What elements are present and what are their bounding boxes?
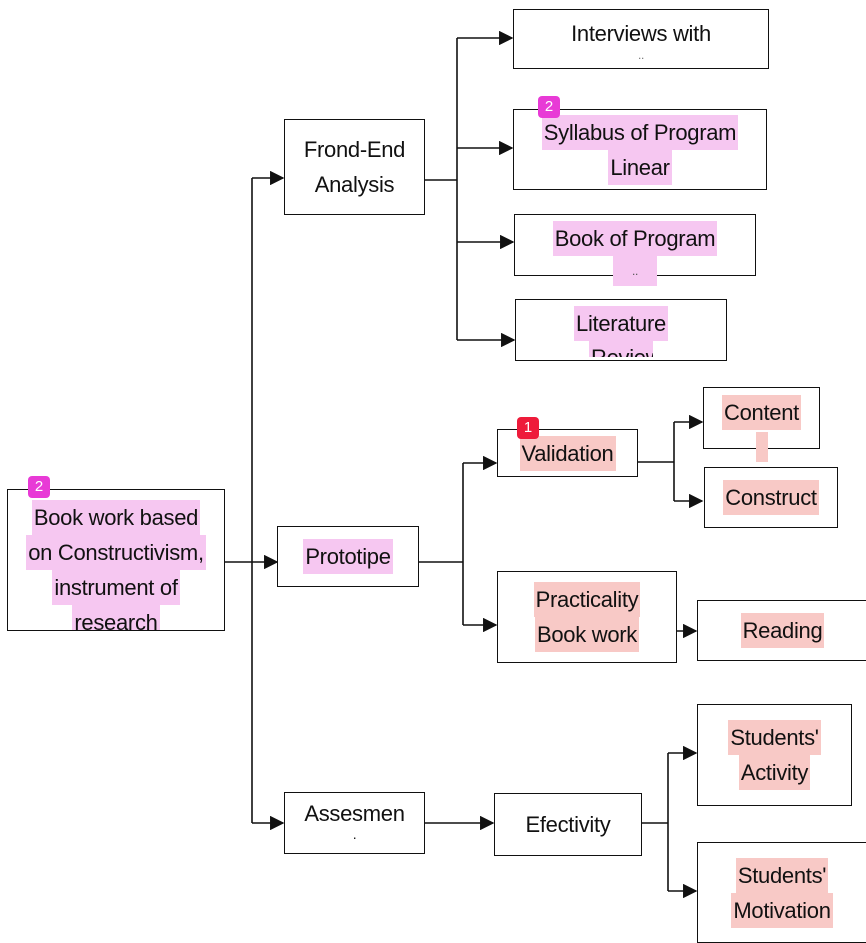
students-activity-line-2: Activity <box>738 755 811 790</box>
students-motivation-line-2: Motivation <box>731 892 833 928</box>
literature-line-2: Review <box>589 341 653 357</box>
root-line-2: on Constructivism, <box>26 535 206 570</box>
practicality-line-1: Practicality <box>533 582 641 617</box>
construct-label: Construct <box>723 480 819 515</box>
syllabus-badge: 2 <box>538 96 560 118</box>
book-program-line-1: Book of Program <box>552 221 718 256</box>
practicality-box: Practicality Book work <box>497 571 677 663</box>
book-program-box: Book of Program .. <box>514 214 756 286</box>
efectivity-box: Efectivity <box>494 793 642 856</box>
literature-box: Literature Review <box>515 299 727 361</box>
practicality-line-2: Book work <box>534 617 639 652</box>
syllabus-line-2: Linear <box>608 149 672 185</box>
root-line-4: research <box>72 605 160 630</box>
reading-label: Reading <box>740 613 825 648</box>
validation-label: Validation <box>519 435 616 471</box>
assessment-line-2: . <box>352 826 357 842</box>
root-badge: 2 <box>28 476 50 498</box>
construct-box: Construct <box>704 467 838 528</box>
prototype-box: Prototipe <box>277 526 419 587</box>
root-line-3: instrument of <box>52 570 180 605</box>
reading-box: Reading <box>697 600 866 661</box>
front-end-line-2: Analysis <box>314 172 395 197</box>
content-label: Content <box>722 395 801 430</box>
root-line-1: Book work based <box>31 500 201 535</box>
assessment-line-1: Assesmen <box>304 801 405 826</box>
literature-line-1: Literature <box>574 306 668 341</box>
interviews-box: Interviews with .. <box>513 9 769 69</box>
assessment-box: Assesmen . <box>284 792 425 854</box>
syllabus-line-1: Syllabus of Program <box>541 114 739 150</box>
students-activity-box: Students' Activity <box>697 704 852 806</box>
interviews-line-1: Interviews with <box>571 21 711 46</box>
interviews-line-2: .. <box>637 48 645 62</box>
students-motivation-line-1: Students' <box>735 857 829 893</box>
content-tick <box>756 432 768 462</box>
syllabus-box: Syllabus of Program Linear <box>513 109 767 190</box>
front-end-line-1: Frond-End <box>303 137 406 162</box>
front-end-box: Frond-End Analysis <box>284 119 425 215</box>
students-motivation-box: Students' Motivation <box>697 842 866 943</box>
validation-badge: 1 <box>517 417 539 439</box>
root-box: Book work based on Constructivism, instr… <box>7 489 225 631</box>
book-program-line-2: .. <box>613 256 657 286</box>
prototype-label: Prototipe <box>303 539 393 574</box>
validation-box: Validation <box>497 429 638 477</box>
students-activity-line-1: Students' <box>728 720 821 755</box>
efectivity-label: Efectivity <box>525 812 611 837</box>
